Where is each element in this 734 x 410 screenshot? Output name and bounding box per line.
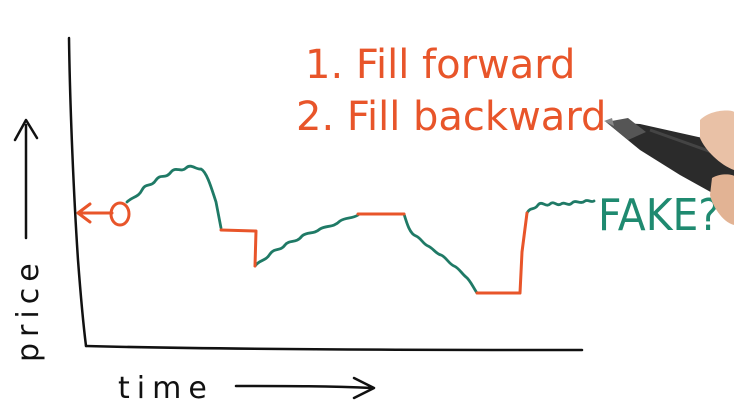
fake-annotation: FAKE? — [598, 190, 720, 241]
first-value-circle — [109, 201, 131, 227]
backward-fill-arrow-icon — [76, 202, 114, 224]
y-axis — [67, 36, 88, 348]
data-segment-3 — [402, 212, 479, 295]
x-axis-label: time — [118, 371, 214, 406]
y-axis-label: price — [11, 257, 46, 362]
hand-icon — [700, 110, 734, 225]
data-segment-1 — [125, 164, 223, 230]
step-fill-backward: 2. Fill backward — [296, 94, 606, 140]
step-fill-forward: 1. Fill forward — [305, 42, 575, 88]
fill-segment-3 — [475, 211, 529, 295]
data-segment-4 — [525, 199, 596, 215]
y-axis-arrow-icon — [13, 118, 39, 240]
x-axis-arrow-icon — [234, 376, 376, 400]
data-segment-2 — [253, 213, 360, 268]
x-axis — [84, 344, 584, 352]
fill-segment-1 — [219, 228, 258, 268]
